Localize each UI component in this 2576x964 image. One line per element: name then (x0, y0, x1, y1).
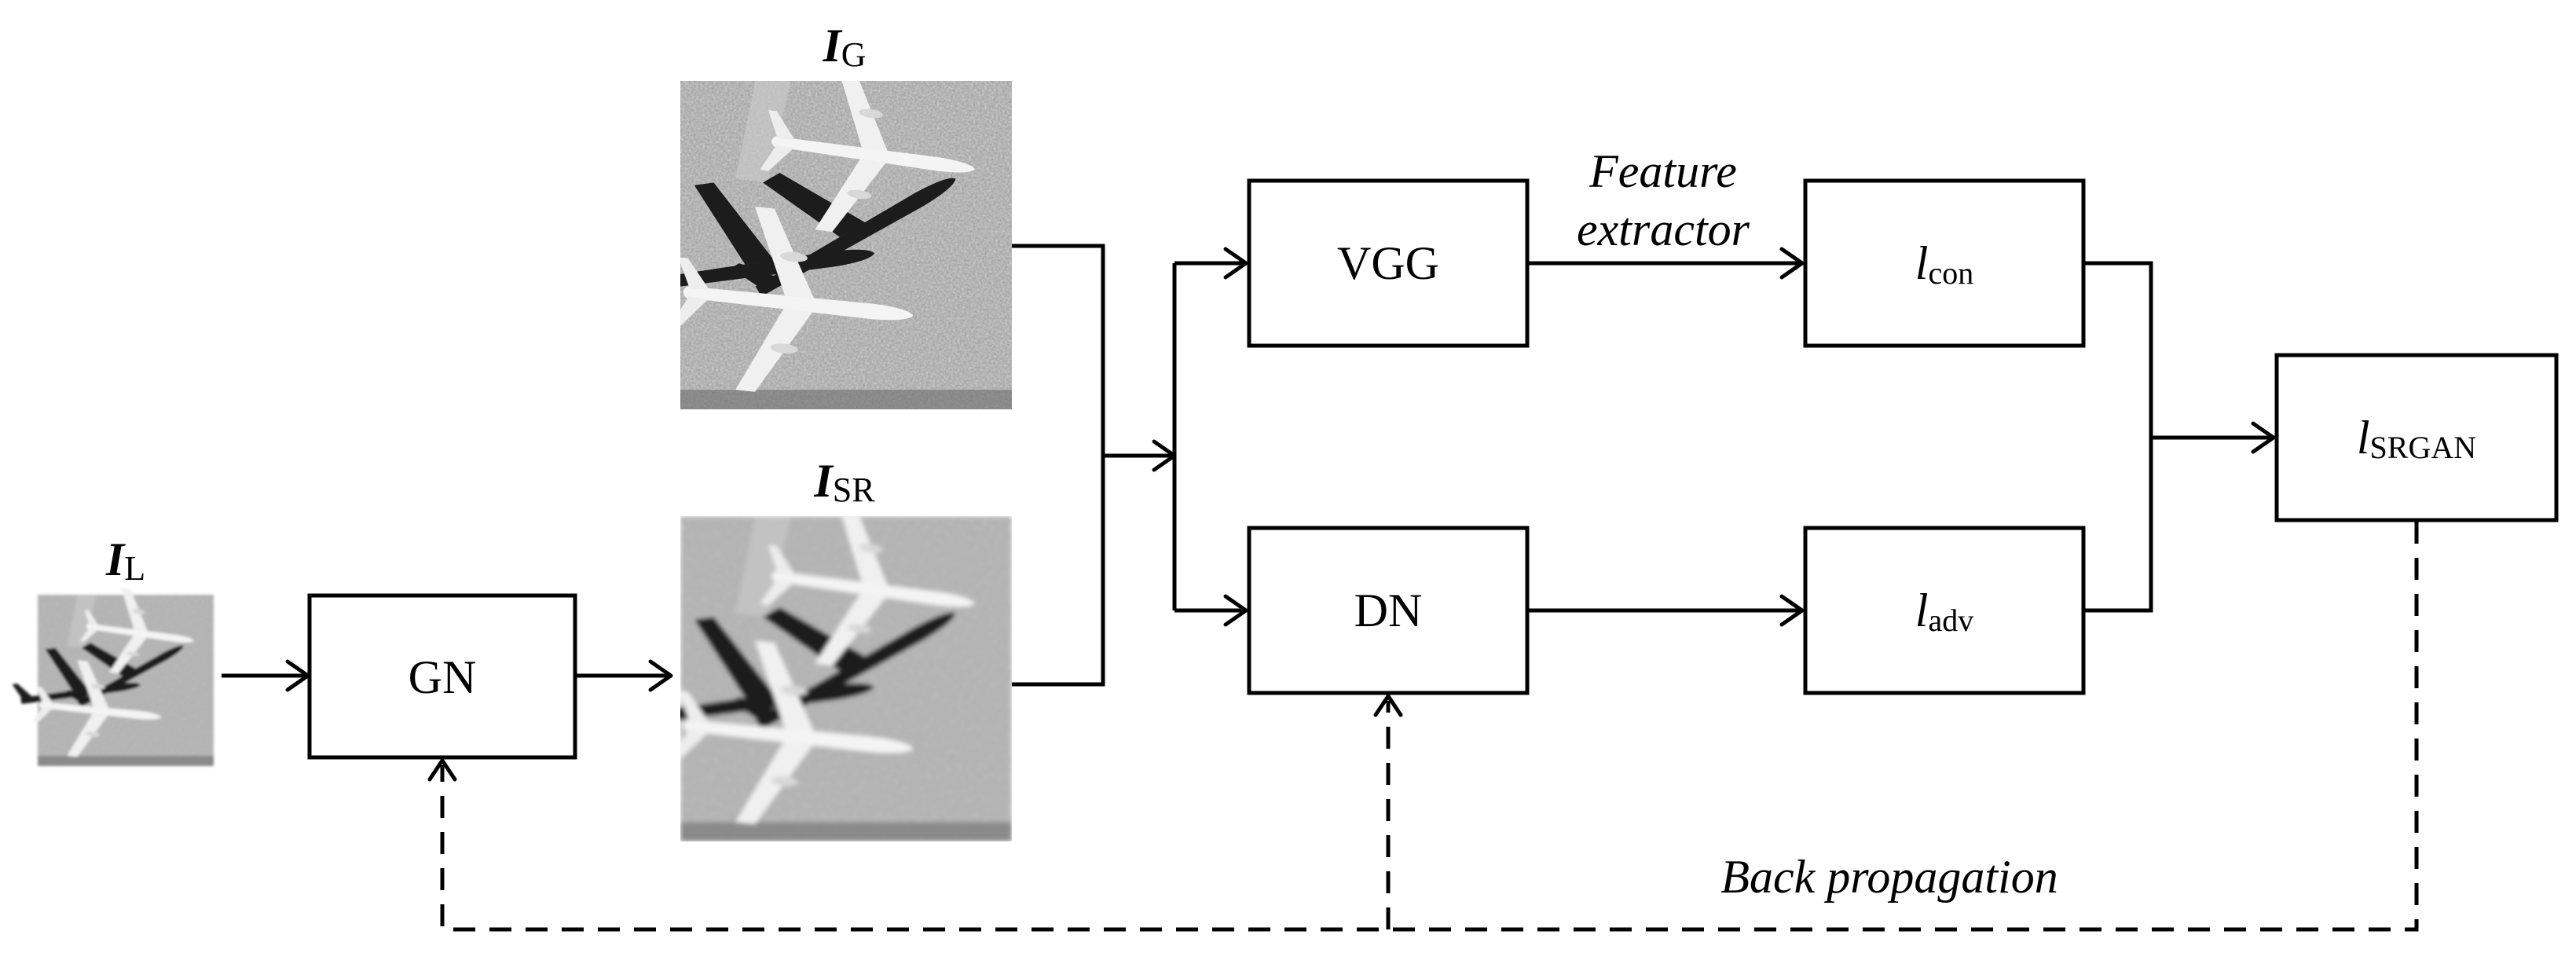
arrow-vgg-to-content-loss (1527, 247, 1805, 280)
adversarial-loss-label: ladv (1915, 585, 1973, 638)
adversarial-loss-symbol: l (1915, 585, 1929, 636)
arrow-discriminator-to-adv-loss (1527, 594, 1805, 627)
super-res-image (624, 494, 1012, 841)
arrow-generator-to-superres (575, 659, 673, 692)
backprop-label: Back propagation (1720, 851, 2058, 903)
discriminator-label: DN (1354, 585, 1423, 636)
generator-box (307, 593, 577, 760)
vgg-box (1247, 178, 1530, 348)
super-res-subscript: SR (833, 471, 875, 509)
super-res-symbol: I (813, 455, 834, 507)
adversarial-loss-subscript: adv (1928, 603, 1973, 638)
low-res-image (8, 583, 214, 766)
vgg-label: VGG (1337, 237, 1439, 289)
ground-truth-image (624, 59, 1012, 409)
ground-truth-label: IG (822, 20, 866, 74)
ground-truth-subscript: G (841, 35, 867, 74)
arrow-lowres-to-generator (222, 659, 310, 692)
adversarial-loss-box (1803, 526, 2086, 695)
arrow-to-vgg (1174, 247, 1248, 280)
low-res-label: IL (105, 533, 145, 588)
arrow-losses-to-total (2083, 261, 2276, 613)
total-loss-box (2274, 353, 2559, 522)
total-loss-label: lSRGAN (2357, 412, 2476, 465)
total-loss-subscript: SRGAN (2370, 430, 2477, 465)
ground-truth-symbol: I (822, 20, 843, 71)
content-loss-symbol: l (1915, 237, 1929, 289)
feature-label-line2: extractor (1577, 203, 1750, 255)
total-loss-symbol: l (2357, 412, 2370, 464)
merge-lines (1012, 244, 1177, 687)
generator-label: GN (409, 651, 477, 703)
super-res-label: ISR (813, 455, 875, 509)
low-res-symbol: I (105, 533, 126, 585)
content-loss-label: lcon (1915, 237, 1973, 291)
discriminator-box (1247, 526, 1530, 695)
feature-label-line1: Feature (1588, 145, 1737, 197)
backprop-path (427, 522, 2419, 932)
arrow-to-discriminator (1174, 594, 1248, 627)
low-res-subscript: L (124, 549, 145, 588)
content-loss-subscript: con (1928, 255, 1973, 291)
